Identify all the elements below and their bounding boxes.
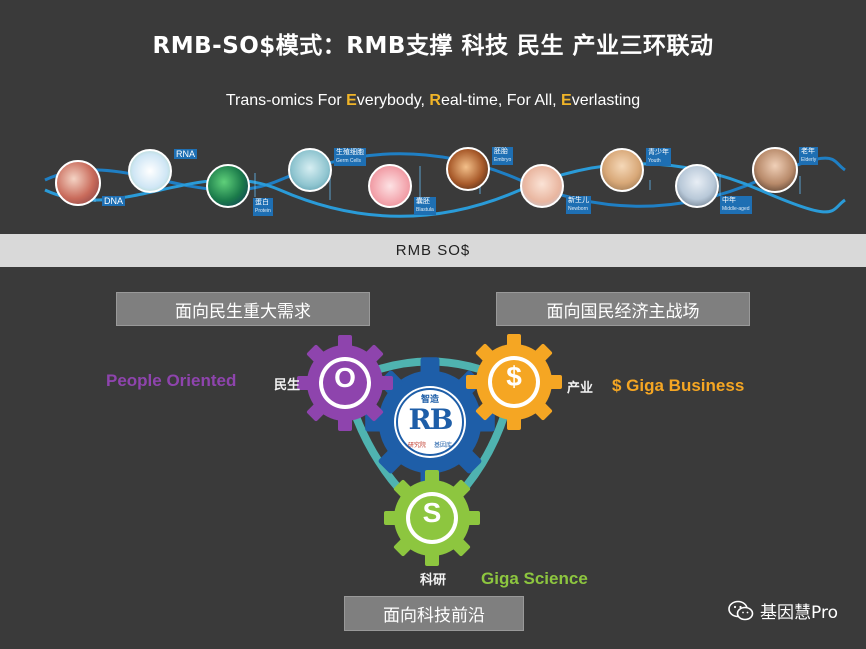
stage-en: Protein — [255, 208, 271, 214]
subtitle-highlight: E — [561, 92, 572, 109]
page-title: RMB-SO$模式：RMB支撑 科技 民生 产业三环联动 — [152, 33, 714, 59]
center-left-label: 研究院 — [407, 442, 426, 449]
subtitle-part: eal-time, For All, — [440, 92, 562, 109]
keyan-label: 科研 — [420, 573, 447, 588]
subtitle: Trans-omics For Everybody, Real-time, Fo… — [0, 92, 866, 110]
gear-letter-dollar: $ — [506, 361, 522, 392]
embryo-image — [446, 147, 490, 191]
stage-en: Blastula — [416, 207, 434, 213]
elderly-image — [752, 147, 798, 193]
subtitle-part: Trans-omics For — [225, 92, 347, 109]
germ-cells-image — [288, 148, 332, 192]
dna-image — [55, 160, 101, 206]
stage-en: Elderly — [801, 157, 817, 163]
subtitle-part: verybody, — [356, 92, 430, 109]
stage-cn: 囊胚 — [416, 198, 430, 205]
stage-tag-protein: 蛋白 Protein — [253, 198, 273, 216]
stage-tag-youth: 青少年 Youth — [646, 148, 671, 166]
stage-tag-embryo: 胚胎 Embryo — [492, 147, 514, 165]
stage-tag-germ-cells: 生殖细胞 Germ Cells — [334, 148, 366, 166]
newborn-image — [520, 164, 564, 208]
subtitle-highlight: R — [429, 92, 441, 109]
blastula-image — [368, 164, 412, 208]
stage-tag-blastula: 囊胚 Blastula — [414, 197, 436, 215]
stage-tag-rna: RNA — [174, 149, 198, 159]
subtitle-highlight: E — [346, 92, 357, 109]
gear-letter-o: O — [334, 362, 356, 393]
rb-logo: RB — [408, 403, 454, 436]
giga-science-label: Giga Science — [481, 569, 588, 588]
rna-image — [128, 149, 172, 193]
life-stage-strip: DNA RNA 蛋白 Protein 生殖细胞 Germ Cells 囊胚 Blast… — [0, 140, 866, 230]
stage-cn: 老年 — [801, 148, 815, 155]
chanye-label: 产业 — [567, 381, 594, 396]
stage-cn: 生殖细胞 — [336, 149, 364, 156]
rmb-so-banner: RMB SO$ — [0, 234, 866, 267]
stage-tag-newborn: 新生儿 Newborn — [566, 196, 591, 214]
stage-en: Youth — [648, 158, 661, 164]
stage-cn: 胚胎 — [494, 148, 508, 155]
watermark-text: 基因慧Pro — [760, 603, 838, 623]
stage-tag-elderly: 老年 Elderly — [799, 147, 819, 165]
stage-en: Newborn — [568, 206, 589, 212]
stage-tag-dna: DNA — [102, 196, 126, 206]
watermark: 基因慧Pro — [728, 598, 838, 623]
stage-cn: 蛋白 — [255, 199, 269, 206]
people-oriented-label: People Oriented — [106, 371, 237, 390]
stage-en: Embryo — [494, 157, 512, 163]
subtitle-part: verlasting — [571, 92, 641, 109]
stage-cn: 中年 — [722, 197, 736, 204]
stage-cn: 青少年 — [648, 149, 669, 156]
box-economy: 面向国民经济主战场 — [496, 292, 750, 326]
stage-en: Middle-aged — [722, 206, 750, 212]
box-science-frontier: 面向科技前沿 — [344, 596, 524, 631]
protein-image — [206, 164, 250, 208]
stage-cn: 新生儿 — [568, 197, 589, 204]
box-people-needs: 面向民生重大需求 — [116, 292, 370, 326]
stage-en: Germ Cells — [336, 158, 362, 164]
dna-helix — [44, 152, 846, 218]
stage-tag-middle-aged: 中年 Middle-aged — [720, 196, 752, 214]
center-top-label: 智造 — [420, 395, 439, 405]
gear-letter-s: S — [422, 497, 442, 528]
center-right-label: 基因库 — [433, 442, 452, 449]
middle-aged-image — [675, 164, 719, 208]
youth-image — [600, 148, 644, 192]
minsheng-label: 民生 — [274, 378, 301, 393]
giga-business-label: $ Giga Business — [612, 376, 745, 395]
wechat-icon — [728, 600, 754, 620]
